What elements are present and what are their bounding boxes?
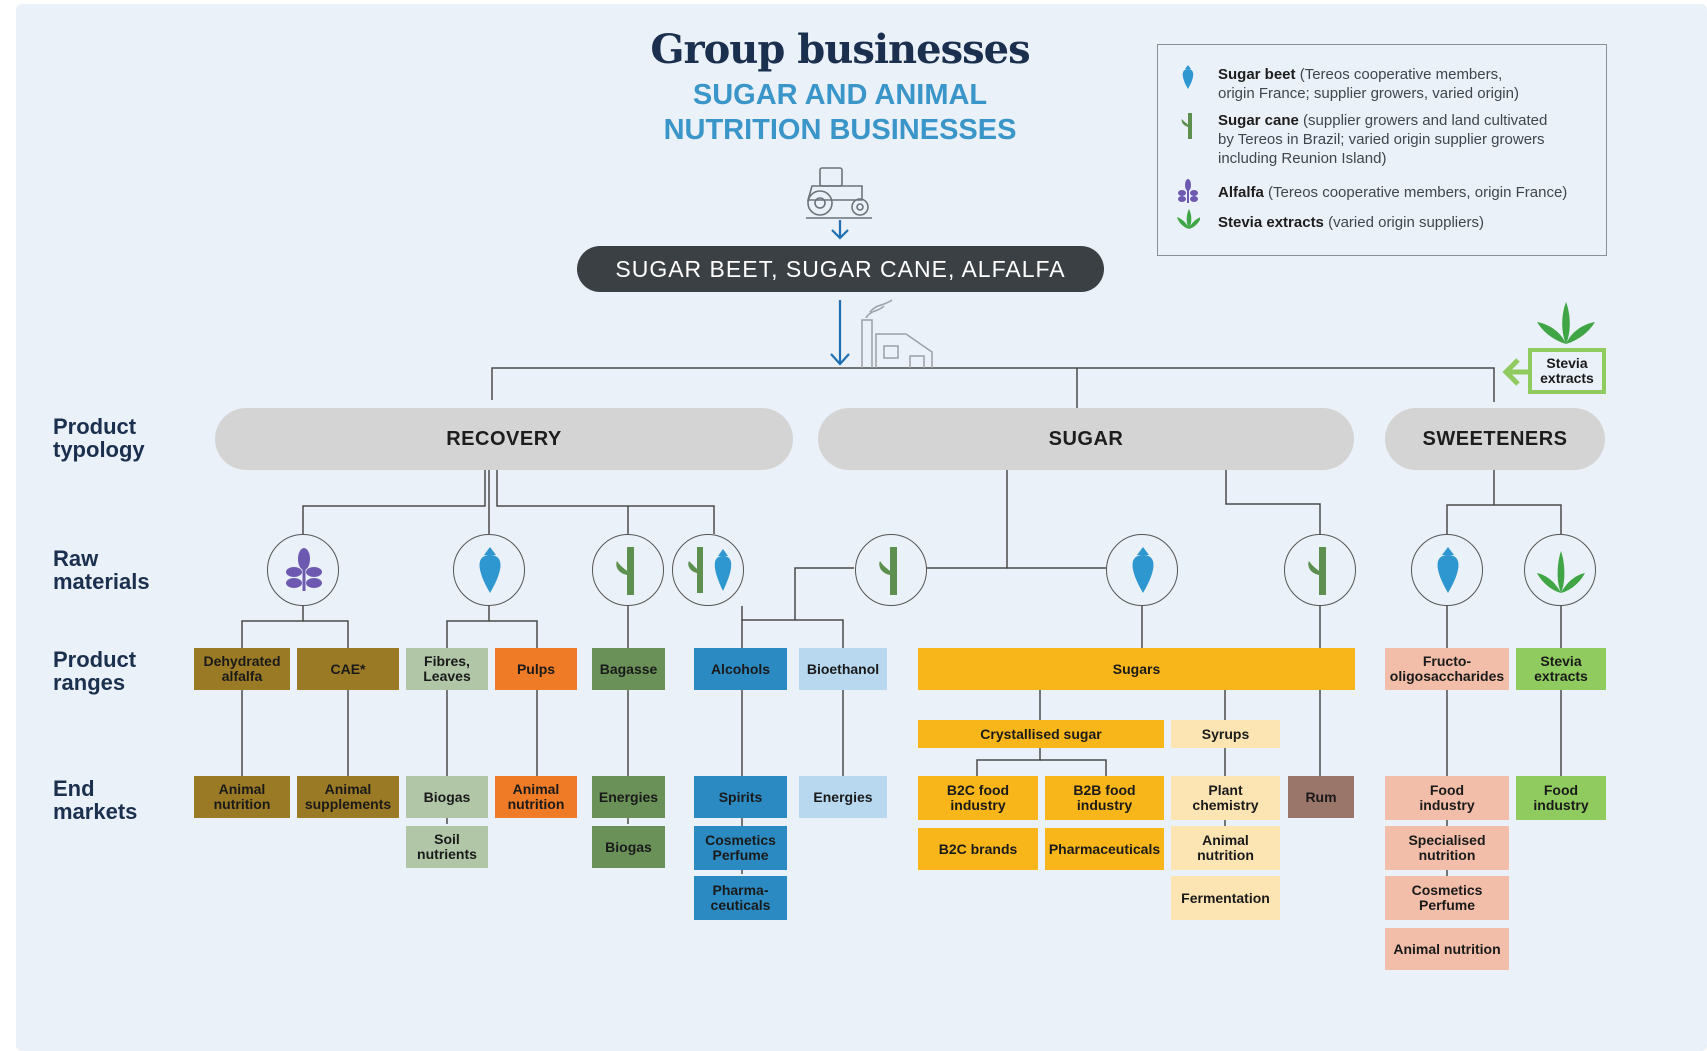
legend-alfalfa: Alfalfa (Tereos cooperative members, ori… xyxy=(1218,184,1568,201)
raw-sugar-beet-sugar xyxy=(1106,534,1178,606)
typology-recovery: RECOVERY xyxy=(215,408,793,470)
sugar-cane-icon xyxy=(616,547,634,595)
sugar-beet-icon xyxy=(479,547,501,593)
raw-sugar-cane-rum xyxy=(1284,534,1356,606)
stevia-icon xyxy=(1537,551,1585,593)
sugar-cane-icon xyxy=(879,547,897,595)
range-crystallised-sugar: Crystallised sugar xyxy=(918,720,1164,748)
alfalfa-icon xyxy=(286,548,322,591)
range-bioethanol: Bioethanol xyxy=(799,648,887,690)
cane-and-beet-icon xyxy=(688,547,732,593)
raw-alfalfa xyxy=(267,534,339,606)
legend-sugar-cane: Sugar cane (supplier growers and land cu… xyxy=(1218,112,1548,167)
raw-stevia xyxy=(1524,534,1596,606)
stevia-plant-icon xyxy=(1537,302,1595,344)
sugar-cane-icon xyxy=(1181,113,1192,139)
subtitle-line-1: SUGAR AND ANIMAL xyxy=(692,79,988,111)
market-pharmaceuticals-sugar: Pharmaceuticals xyxy=(1045,828,1164,870)
legend: Sugar beet (Tereos cooperative members,o… xyxy=(1157,44,1607,256)
range-fibres-leaves: Fibres,Leaves xyxy=(406,648,488,690)
page-title: Group businesses xyxy=(650,26,1030,73)
market-energies-bioethanol: Energies xyxy=(799,776,887,818)
typology-sweeteners: SWEETENERS xyxy=(1385,408,1605,470)
typology-sugar: SUGAR xyxy=(818,408,1354,470)
raw-cane-and-beet xyxy=(672,534,744,606)
tractor-icon xyxy=(806,167,872,219)
market-biogas-bagasse: Biogas xyxy=(592,826,665,868)
raw-inputs-banner: SUGAR BEET, SUGAR CANE, ALFALFA xyxy=(577,246,1104,292)
range-cae: CAE* xyxy=(297,648,399,690)
range-sugars: Sugars xyxy=(918,648,1355,690)
factory-icon xyxy=(861,299,933,368)
page-subtitle: SUGAR AND ANIMAL NUTRITION BUSINESSES xyxy=(580,78,1100,148)
raw-sugar-beet-sweeteners xyxy=(1411,534,1483,606)
raw-sugar-beet-recovery xyxy=(453,534,525,606)
market-fermentation: Fermentation xyxy=(1171,876,1280,920)
market-b2c-brands: B2C brands xyxy=(918,828,1038,870)
stevia-icon xyxy=(1177,209,1200,229)
subtitle-line-2: NUTRITION BUSINESSES xyxy=(663,114,1017,146)
legend-stevia: Stevia extracts (varied origin suppliers… xyxy=(1218,214,1484,231)
market-animal-nutrition-fos: Animal nutrition xyxy=(1385,928,1509,970)
raw-sugar-cane-recovery xyxy=(592,534,664,606)
market-energies-bagasse: Energies xyxy=(592,776,665,818)
range-syrups: Syrups xyxy=(1171,720,1280,748)
range-alcohols: Alcohols xyxy=(694,648,787,690)
market-pharmaceuticals-alcohols: Pharma-ceuticals xyxy=(694,876,787,920)
raw-sugar-cane-sugar xyxy=(855,534,927,606)
alfalfa-icon xyxy=(1178,179,1198,203)
sugar-beet-icon xyxy=(1437,547,1459,593)
range-pulps: Pulps xyxy=(495,648,577,690)
market-spirits: Spirits xyxy=(694,776,787,818)
market-biogas-fibres: Biogas xyxy=(406,776,488,818)
sugar-beet-icon xyxy=(1182,65,1194,89)
market-rum: Rum xyxy=(1288,776,1354,818)
range-fructo-oligosaccharides: Fructo-oligosaccharides xyxy=(1385,648,1509,690)
range-bagasse: Bagasse xyxy=(592,648,665,690)
sugar-cane-icon xyxy=(1308,547,1326,595)
sugar-beet-icon xyxy=(1132,547,1154,593)
legend-sugar-beet: Sugar beet (Tereos cooperative members,o… xyxy=(1218,66,1519,102)
